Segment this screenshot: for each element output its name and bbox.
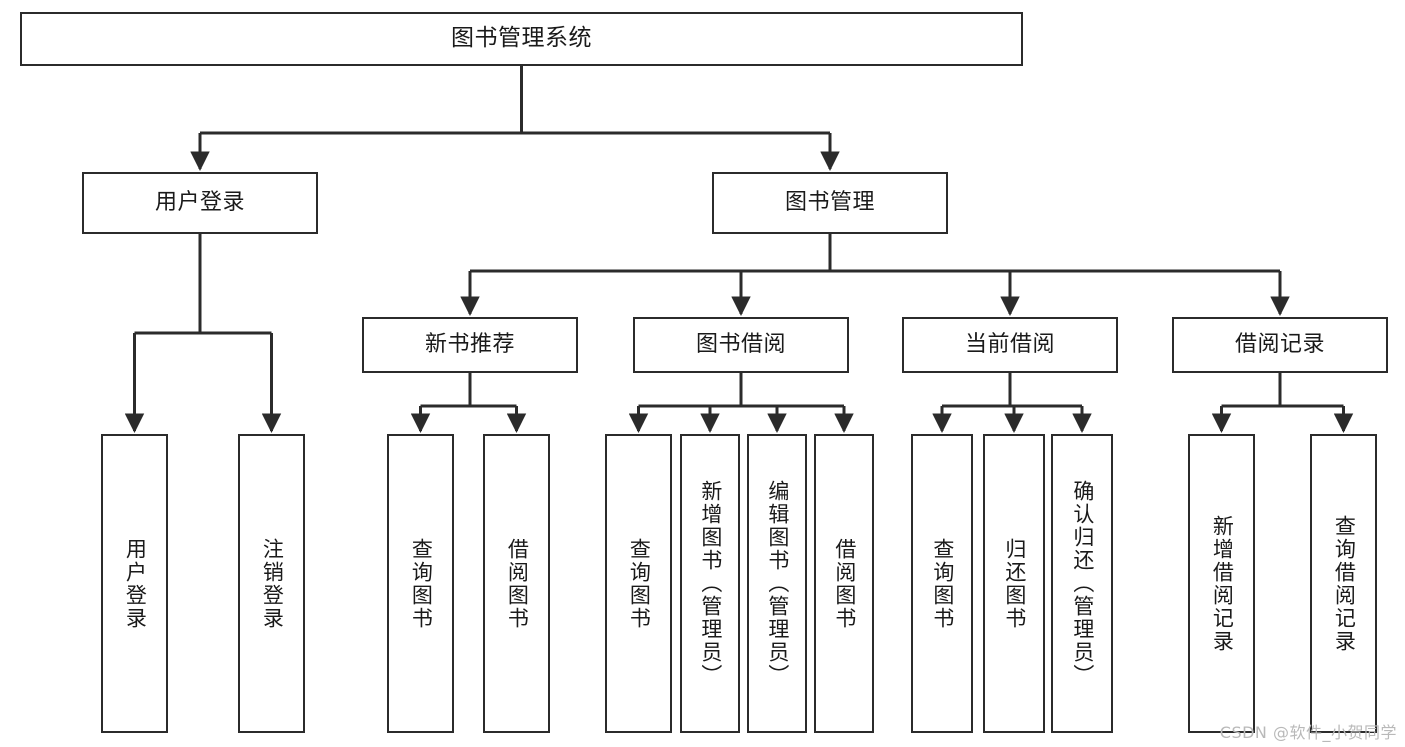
leaf-user-logout[interactable]: 注销登录	[238, 434, 305, 733]
leaf-query-book-3[interactable]: 查询图书	[911, 434, 973, 733]
leaf-query-book-2[interactable]: 查询图书	[605, 434, 672, 733]
node-label: 新增图书（管理员）	[698, 480, 723, 687]
node-book-borrow[interactable]: 图书借阅	[633, 317, 849, 373]
node-label: 图书管理系统	[451, 25, 592, 52]
node-label: 新增借阅记录	[1210, 514, 1235, 653]
leaf-confirm-return-admin[interactable]: 确认归还（管理员）	[1051, 434, 1113, 733]
node-label: 查询图书	[409, 537, 434, 630]
node-label: 归还图书	[1002, 537, 1027, 630]
node-label: 编辑图书（管理员）	[765, 480, 790, 687]
node-label: 借阅记录	[1234, 332, 1325, 358]
node-borrow-record[interactable]: 借阅记录	[1172, 317, 1388, 373]
leaf-borrow-book-2[interactable]: 借阅图书	[814, 434, 874, 733]
leaf-add-borrow-record[interactable]: 新增借阅记录	[1188, 434, 1255, 733]
node-label: 用户登录	[154, 190, 245, 216]
leaf-add-book-admin[interactable]: 新增图书（管理员）	[680, 434, 740, 733]
node-label: 图书借阅	[695, 332, 786, 358]
node-book-management[interactable]: 图书管理	[712, 172, 948, 234]
node-label: 借阅图书	[505, 537, 530, 630]
node-label: 查询图书	[627, 537, 652, 630]
node-label: 图书管理	[784, 190, 875, 216]
node-label: 确认归还（管理员）	[1070, 480, 1095, 687]
node-label: 查询借阅记录	[1332, 514, 1357, 653]
leaf-edit-book-admin[interactable]: 编辑图书（管理员）	[747, 434, 807, 733]
node-root[interactable]: 图书管理系统	[20, 12, 1023, 66]
node-label: 新书推荐	[424, 332, 515, 358]
node-new-book-recommend[interactable]: 新书推荐	[362, 317, 578, 373]
csdn-watermark: CSDN @软件_小贺同学	[1219, 723, 1397, 742]
leaf-query-book-1[interactable]: 查询图书	[387, 434, 454, 733]
node-label: 用户登录	[123, 537, 148, 630]
node-label: 查询图书	[930, 537, 955, 630]
node-label: 当前借阅	[964, 332, 1055, 358]
node-label: 借阅图书	[832, 537, 857, 630]
node-label: 注销登录	[260, 537, 285, 630]
leaf-borrow-book-1[interactable]: 借阅图书	[483, 434, 550, 733]
node-current-borrow[interactable]: 当前借阅	[902, 317, 1118, 373]
leaf-query-borrow-record[interactable]: 查询借阅记录	[1310, 434, 1377, 733]
leaf-user-login[interactable]: 用户登录	[101, 434, 168, 733]
leaf-return-book[interactable]: 归还图书	[983, 434, 1045, 733]
node-user-login[interactable]: 用户登录	[82, 172, 318, 234]
